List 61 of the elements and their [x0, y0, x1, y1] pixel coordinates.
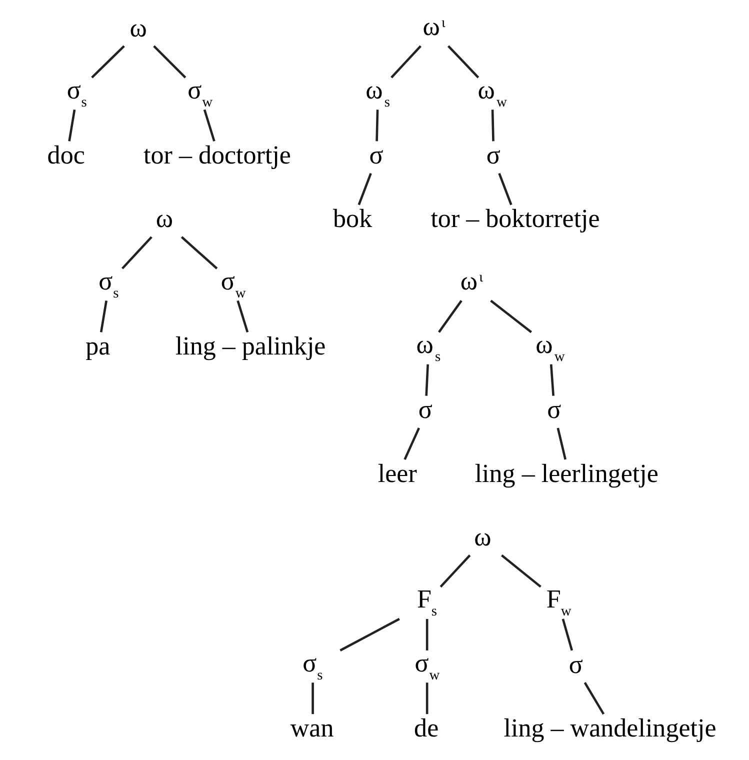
connector [439, 554, 470, 588]
node-text: ling – wandelingetje [503, 713, 716, 742]
node-text: F$_{w}$ [546, 584, 571, 620]
connector [152, 45, 186, 78]
node-text: doc [46, 140, 84, 170]
connector [390, 45, 421, 78]
node-text: ω [129, 13, 146, 42]
connector [425, 682, 428, 714]
connector [438, 300, 462, 333]
node-text: ω$_{s}$ [416, 330, 440, 366]
connector [357, 172, 372, 206]
node-text: tor – boktorretje [430, 204, 600, 234]
node-text: σ$_{w}$ [414, 648, 440, 684]
node-text: σ$_{w}$ [220, 266, 246, 302]
connector [446, 45, 479, 78]
node-text: ω$_{w}$ [477, 75, 506, 110]
connector [556, 428, 566, 460]
connector [561, 618, 573, 651]
node-text: ω$_{w}$ [535, 330, 564, 366]
node-text: ω [474, 522, 491, 552]
connector [202, 109, 215, 142]
node-text: wan [290, 713, 334, 742]
connector [311, 682, 314, 714]
node-text: σ [486, 140, 500, 170]
node-text: σ$_{w}$ [187, 75, 212, 110]
connector [99, 300, 107, 332]
connector [403, 428, 420, 460]
node-text: σ$_{s}$ [66, 75, 86, 110]
node-text: σ [418, 395, 432, 424]
connector [120, 236, 152, 270]
node-text: ω$_{s}$ [365, 75, 390, 110]
connector [583, 682, 604, 715]
connector [490, 300, 532, 334]
node-text: ling – palinkje [174, 332, 326, 361]
node-text: leer [377, 458, 416, 488]
node-text: de [414, 713, 438, 742]
node-text: tor – doctortje [143, 140, 290, 170]
connector [490, 110, 494, 142]
node-text: ω$^{ι}$ [422, 12, 445, 41]
connector [498, 172, 512, 206]
connector [500, 554, 541, 588]
node-text: ling – leerlingetje [474, 458, 658, 488]
connector [90, 45, 124, 78]
connector [424, 364, 428, 396]
node-text: σ$_{s}$ [302, 648, 322, 684]
connector [68, 110, 76, 142]
node-text: σ [368, 140, 383, 170]
node-text: ω [155, 204, 172, 234]
node-text: σ$_{s}$ [98, 266, 118, 302]
node-text: σ [546, 395, 561, 424]
connector [339, 618, 400, 652]
connector [425, 618, 428, 650]
node-text: ω$^{ι}$ [460, 266, 483, 296]
node-text: F$_{s}$ [416, 584, 437, 620]
node-text: pa [85, 332, 110, 361]
connector [180, 236, 218, 270]
connector [375, 110, 378, 142]
connector [236, 300, 248, 332]
node-text: σ [568, 650, 582, 679]
node-text: bok [332, 204, 372, 234]
connector [549, 364, 554, 396]
